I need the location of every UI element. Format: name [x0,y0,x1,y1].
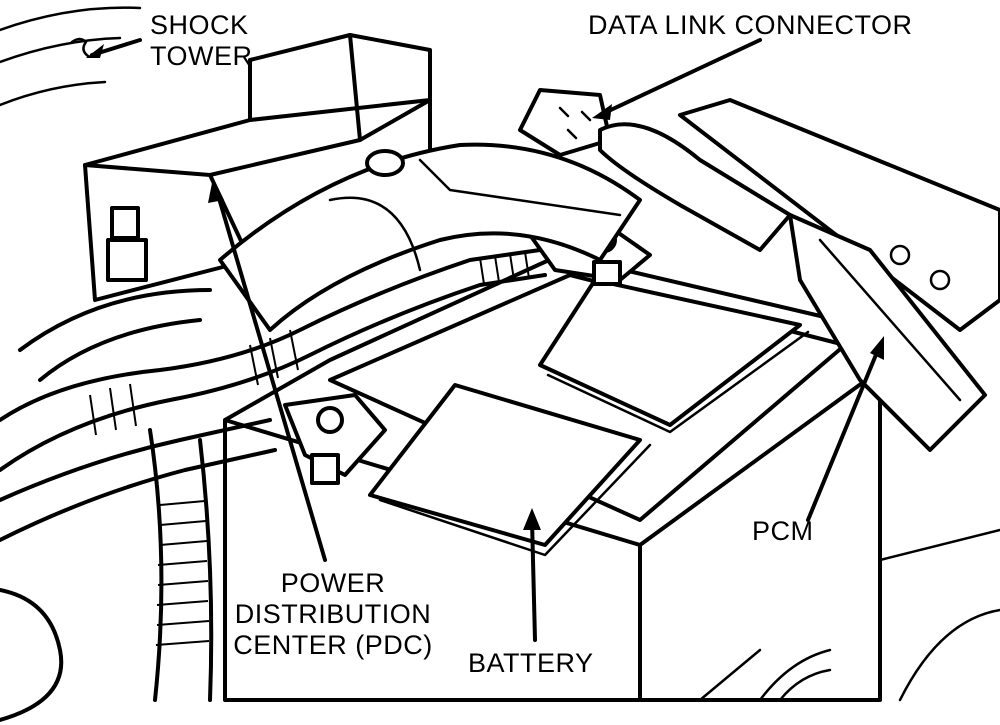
leader-lines [208,38,884,642]
leader-data-link [598,38,762,117]
pdc-box [83,33,432,302]
leader-battery [530,518,537,642]
leader-pdc [214,186,327,562]
pdc-label: POWER DISTRIBUTION CENTER (PDC) [228,568,438,661]
intake-duct [218,142,642,332]
pdc-label-line1: POWER [280,568,386,598]
pcm-label: PCM [752,516,814,546]
arrowhead-data-link [592,104,612,120]
battery-drawing [223,253,882,702]
arrowhead-battery [523,508,541,530]
battery-label: BATTERY [468,648,594,678]
data-link-connector-drawing [518,88,792,252]
shock-tower-label-line1: SHOCK [150,10,249,40]
shock-tower-label: SHOCK TOWER [150,10,253,72]
arrowhead-pcm [870,336,884,360]
data-link-connector-label: DATA LINK CONNECTOR [588,10,913,40]
lower-right-detail [698,528,1000,702]
battery-terminals [283,218,652,485]
cable-harness [0,248,547,722]
pcm-drawing [678,98,1000,452]
leader-pcm [806,343,882,522]
shock-tower-label-line2: TOWER [150,41,253,71]
arrowhead-pdc [208,178,224,203]
shock-tower-drawing [0,6,142,107]
pdc-label-line3: CENTER (PDC) [233,630,433,660]
pdc-label-line2: DISTRIBUTION [234,599,432,629]
